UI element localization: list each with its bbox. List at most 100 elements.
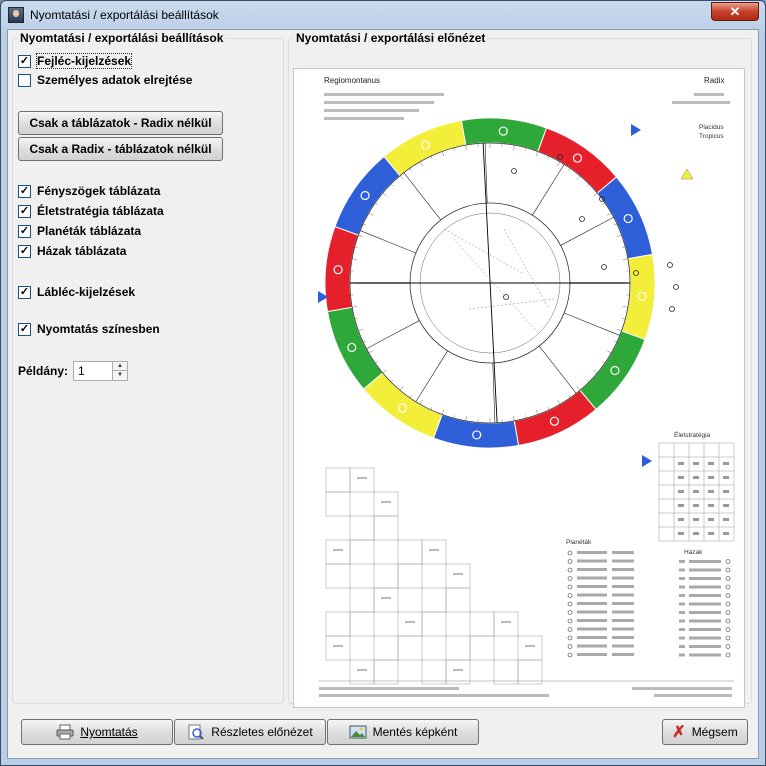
life-strategy-table bbox=[658, 442, 735, 542]
copies-spinner[interactable]: ▲ ▼ bbox=[112, 361, 128, 381]
lifestrategy-checkbox-row[interactable]: ✓ Életstratégia táblázata bbox=[18, 203, 164, 219]
footer-checkbox[interactable]: ✓ bbox=[18, 285, 31, 299]
planets-checkbox-row[interactable]: ✓ Planéták táblázata bbox=[18, 223, 141, 239]
radix-only-button[interactable]: Csak a Radix - táblázatok nélkül bbox=[18, 137, 223, 161]
aspect-cell bbox=[325, 467, 351, 493]
radix-wheel bbox=[324, 117, 679, 449]
aspect-cell bbox=[493, 659, 519, 685]
planet-row-icon bbox=[567, 652, 573, 658]
house-row-index bbox=[679, 568, 685, 572]
copies-label: Példány: bbox=[18, 364, 69, 378]
house-sign-icon bbox=[725, 559, 731, 564]
aspect-cell bbox=[493, 611, 519, 637]
house-cusp-line bbox=[564, 312, 620, 336]
life-cell-value bbox=[678, 504, 684, 507]
degree-tick bbox=[419, 399, 423, 405]
color-print-checkbox[interactable]: ✓ bbox=[18, 322, 31, 336]
house-row-value bbox=[689, 585, 721, 589]
degree-tick bbox=[557, 161, 561, 167]
houses-checkbox-row[interactable]: ✓ Házak táblázata bbox=[18, 243, 126, 259]
life-cell-value bbox=[693, 462, 699, 465]
degree-tick bbox=[593, 369, 598, 374]
close-button[interactable]: ✕ bbox=[711, 2, 759, 21]
aspect-cell bbox=[349, 659, 375, 685]
planet-row-value bbox=[577, 593, 607, 597]
degree-tick bbox=[419, 161, 423, 167]
aspect-cell bbox=[397, 635, 423, 661]
house-sign-icon bbox=[725, 610, 731, 615]
cancel-button[interactable]: ✗ Mégsem bbox=[662, 719, 748, 745]
degree-tick bbox=[622, 318, 626, 320]
color-print-label: Nyomtatás színesben bbox=[37, 322, 160, 336]
life-cell-value bbox=[693, 532, 699, 535]
spin-down-icon[interactable]: ▼ bbox=[117, 372, 123, 378]
aspect-grid-table bbox=[325, 467, 543, 685]
header-checkbox[interactable]: ✓ bbox=[18, 54, 31, 68]
aspects-checkbox-row[interactable]: ✓ Fényszögek táblázata bbox=[18, 183, 160, 199]
planet-row-icon bbox=[567, 601, 573, 607]
house-row-value bbox=[689, 645, 721, 648]
aspect-cell-value bbox=[381, 501, 391, 503]
degree-tick bbox=[576, 175, 581, 180]
planet-row-value bbox=[577, 559, 607, 563]
header-info-lines bbox=[324, 93, 730, 120]
planet-row-value bbox=[577, 610, 607, 614]
lifestrategy-checkbox[interactable]: ✓ bbox=[18, 204, 31, 218]
title-bar[interactable]: Nyomtatási / exportálási beállítások ✕ bbox=[1, 1, 765, 29]
detailed-preview-label: Részletes előnézet bbox=[211, 725, 313, 739]
house-system-label: Placidus bbox=[699, 124, 724, 131]
planet-row-icon bbox=[567, 593, 573, 598]
hide-personal-checkbox-row[interactable]: Személyes adatok elrejtése bbox=[18, 72, 192, 88]
house-row-index bbox=[679, 628, 685, 631]
degree-tick bbox=[602, 202, 605, 205]
header-checkbox-row[interactable]: ✓ Fejléc-kijelzések bbox=[18, 53, 133, 69]
preview-group-title: Nyomtatási / exportálási előnézet bbox=[294, 31, 488, 45]
zodiac-sign-icon bbox=[420, 140, 431, 150]
life-cell-value bbox=[693, 490, 699, 493]
printer-icon bbox=[56, 724, 74, 740]
aspect-line bbox=[443, 228, 525, 275]
planets-checkbox[interactable]: ✓ bbox=[18, 224, 31, 238]
house-sign-icon bbox=[725, 593, 731, 598]
aspect-cell bbox=[349, 467, 375, 493]
aspect-cell bbox=[373, 515, 399, 541]
house-sign-icon bbox=[725, 584, 731, 590]
house-sign-icon bbox=[725, 576, 731, 581]
houses-checkbox[interactable]: ✓ bbox=[18, 244, 31, 258]
degree-tick bbox=[363, 223, 366, 226]
degree-tick bbox=[375, 361, 378, 364]
aspect-cell bbox=[397, 539, 423, 565]
app-icon bbox=[8, 7, 24, 23]
life-cell-value bbox=[678, 490, 684, 493]
cancel-label: Mégsem bbox=[691, 725, 738, 739]
aspect-line bbox=[453, 238, 540, 335]
aspect-cell-value bbox=[333, 645, 343, 647]
print-button[interactable]: Nyomtatás bbox=[21, 719, 173, 745]
zodiac-sign-icon bbox=[333, 265, 343, 275]
axis-line bbox=[482, 143, 498, 423]
zodiac-sign-icon bbox=[397, 403, 408, 413]
planets-label: Planéták táblázata bbox=[37, 224, 142, 238]
degree-tick bbox=[622, 258, 628, 260]
footer-label: Lábléc-kijelzések bbox=[37, 285, 136, 299]
copies-input[interactable]: 1 bbox=[73, 361, 113, 381]
degree-tick bbox=[430, 407, 433, 410]
save-image-button[interactable]: Mentés képként bbox=[327, 719, 479, 745]
footer-checkbox-row[interactable]: ✓ Lábléc-kijelzések bbox=[18, 284, 135, 300]
detailed-preview-button[interactable]: Részletes előnézet bbox=[174, 719, 326, 745]
house-sign-icon bbox=[725, 601, 731, 607]
aspects-checkbox[interactable]: ✓ bbox=[18, 184, 31, 198]
hide-personal-checkbox[interactable] bbox=[18, 73, 31, 87]
house-sign-icon bbox=[725, 618, 731, 624]
degree-tick bbox=[547, 407, 550, 410]
aspect-cell bbox=[445, 563, 471, 589]
houses-table bbox=[679, 559, 731, 658]
spin-up-icon[interactable]: ▲ bbox=[113, 362, 127, 371]
color-print-checkbox-row[interactable]: ✓ Nyomtatás színesben bbox=[18, 321, 160, 337]
planet-row-value bbox=[612, 627, 634, 631]
planet-row-icon bbox=[567, 610, 573, 615]
degree-tick bbox=[557, 399, 561, 405]
degree-tick bbox=[606, 212, 612, 216]
tables-only-button[interactable]: Csak a táblázatok - Radix nélkül bbox=[18, 111, 223, 135]
aspect-cell bbox=[373, 491, 399, 517]
